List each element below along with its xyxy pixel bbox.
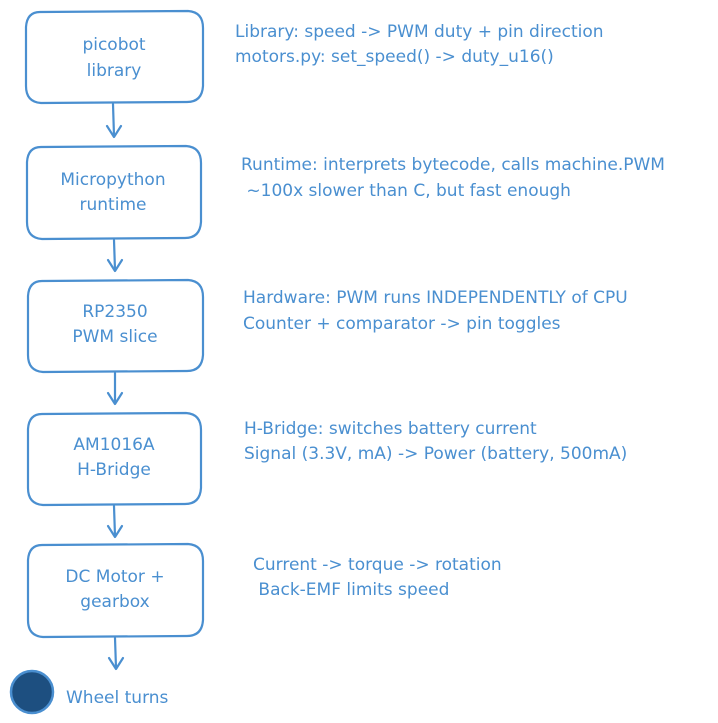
node-box — [26, 278, 205, 374]
node-label-line1: picobot — [82, 35, 145, 55]
note-line2: Signal (3.3V, mA) -> Power (battery, 500… — [244, 444, 627, 464]
node-box — [26, 411, 203, 507]
node-am1016a-h-bridge: AM1016A H-Bridge — [26, 411, 203, 507]
node-box — [26, 542, 205, 639]
node-label-line2: runtime — [80, 195, 147, 215]
node-rp2350-pwm-slice: RP2350 PWM slice — [26, 278, 205, 374]
end-node: Wheel turns — [9, 669, 169, 715]
node-label-line1: RP2350 — [82, 302, 147, 322]
note-line1: H-Bridge: switches battery current — [244, 419, 537, 439]
note-line2: ~100x slower than C, but fast enough — [241, 181, 571, 201]
arrow-3 — [106, 371, 124, 406]
note-line1: Current -> torque -> rotation — [253, 555, 502, 575]
node-box — [25, 144, 203, 241]
node-label-line2: gearbox — [80, 592, 149, 612]
node-label-line1: Micropython — [60, 170, 165, 190]
node-label-line1: DC Motor + — [65, 567, 164, 587]
note-line1: Runtime: interprets bytecode, calls mach… — [241, 155, 665, 175]
node-picobot-library: picobot library — [24, 9, 205, 105]
end-dot-icon — [9, 669, 55, 715]
arrow-1 — [105, 102, 123, 139]
node-micropython-runtime: Micropython runtime — [25, 144, 203, 241]
node-box — [24, 9, 205, 105]
arrow-2 — [106, 238, 124, 273]
note-line2: Counter + comparator -> pin toggles — [243, 314, 561, 334]
node-dc-motor-gearbox: DC Motor + gearbox — [26, 542, 205, 639]
note-line2: motors.py: set_speed() -> duty_u16() — [235, 47, 554, 67]
note-line1: Hardware: PWM runs INDEPENDENTLY of CPU — [243, 288, 628, 308]
node-label-line1: AM1016A — [73, 435, 155, 455]
arrow-4 — [106, 504, 124, 539]
note-line1: Library: speed -> PWM duty + pin directi… — [235, 22, 604, 42]
node-label-line2: H-Bridge — [77, 460, 151, 480]
note-line2: Back-EMF limits speed — [253, 580, 449, 600]
arrow-5 — [107, 636, 125, 671]
node-label-line2: library — [87, 61, 142, 81]
end-label: Wheel turns — [66, 688, 169, 708]
node-label-line2: PWM slice — [72, 327, 157, 347]
